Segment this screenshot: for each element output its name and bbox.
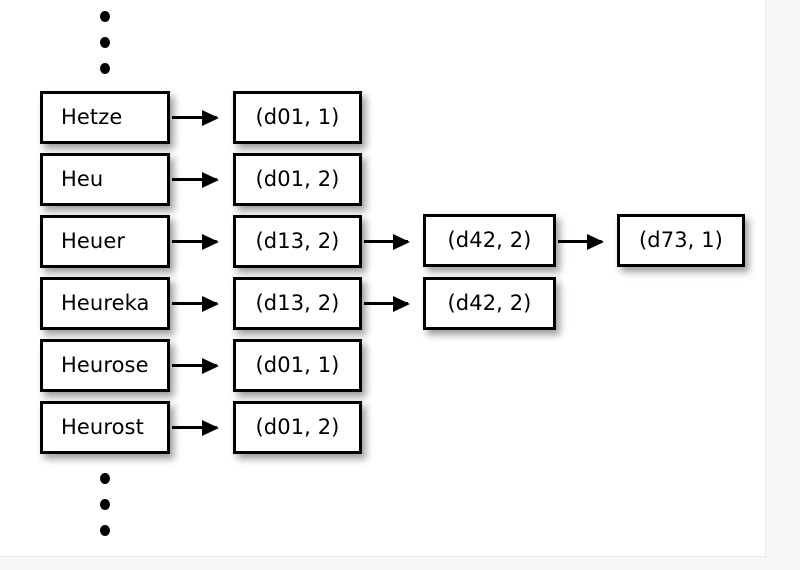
posting-label: (d13, 2) bbox=[255, 291, 340, 315]
term-label: Heuer bbox=[61, 229, 126, 253]
term-label: Hetze bbox=[61, 105, 123, 129]
posting-node-heuer-1[interactable]: (d13, 2) bbox=[233, 215, 362, 268]
posting-node-heurost-1[interactable]: (d01, 2) bbox=[233, 401, 362, 454]
posting-node-heuer-2[interactable]: (d42, 2) bbox=[423, 214, 556, 267]
ellipsis-bottom-dot-2 bbox=[100, 499, 110, 510]
arrow-heuer-posting-2-to-3 bbox=[558, 240, 602, 243]
arrow-heurose-to-posting-1 bbox=[172, 364, 217, 367]
posting-label: (d73, 1) bbox=[639, 228, 723, 252]
arrow-heu-to-posting-1 bbox=[172, 178, 217, 181]
posting-label: (d01, 2) bbox=[255, 415, 340, 439]
term-node-hetze[interactable]: Hetze bbox=[40, 91, 170, 144]
arrow-heuer-to-posting-1 bbox=[172, 240, 217, 243]
posting-node-heurose-1[interactable]: (d01, 1) bbox=[233, 339, 362, 392]
posting-label: (d01, 1) bbox=[255, 353, 340, 377]
posting-node-heu-1[interactable]: (d01, 2) bbox=[233, 153, 362, 206]
posting-node-hetze-1[interactable]: (d01, 1) bbox=[233, 91, 362, 144]
diagram-canvas: Hetze (d01, 1) Heu (d01, 2) Heuer (d13, … bbox=[0, 0, 766, 557]
posting-label: (d13, 2) bbox=[255, 229, 340, 253]
arrow-heurost-to-posting-1 bbox=[172, 426, 217, 429]
posting-label: (d42, 2) bbox=[447, 228, 532, 252]
posting-node-heureka-2[interactable]: (d42, 2) bbox=[423, 277, 556, 330]
posting-label: (d42, 2) bbox=[447, 291, 532, 315]
term-label: Heureka bbox=[61, 291, 150, 315]
arrow-heureka-posting-1-to-2 bbox=[364, 302, 408, 305]
ellipsis-bottom-dot-1 bbox=[100, 473, 110, 484]
term-node-heu[interactable]: Heu bbox=[40, 153, 170, 206]
term-node-heureka[interactable]: Heureka bbox=[40, 277, 170, 330]
posting-node-heureka-1[interactable]: (d13, 2) bbox=[233, 277, 362, 330]
ellipsis-top-dot-3 bbox=[100, 63, 110, 74]
term-label: Heurose bbox=[61, 353, 149, 377]
term-label: Heu bbox=[61, 167, 104, 191]
arrow-heuer-posting-1-to-2 bbox=[364, 240, 408, 243]
arrow-hetze-to-posting-1 bbox=[172, 116, 217, 119]
ellipsis-top-dot-1 bbox=[100, 11, 110, 22]
ellipsis-bottom-dot-3 bbox=[100, 525, 110, 536]
posting-node-heuer-3[interactable]: (d73, 1) bbox=[617, 214, 745, 267]
posting-label: (d01, 1) bbox=[255, 105, 340, 129]
term-node-heurost[interactable]: Heurost bbox=[40, 401, 170, 454]
term-label: Heurost bbox=[61, 415, 144, 439]
term-node-heurose[interactable]: Heurose bbox=[40, 339, 170, 392]
term-node-heuer[interactable]: Heuer bbox=[40, 215, 170, 268]
arrow-heureka-to-posting-1 bbox=[172, 302, 217, 305]
posting-label: (d01, 2) bbox=[255, 167, 340, 191]
ellipsis-top-dot-2 bbox=[100, 37, 110, 48]
